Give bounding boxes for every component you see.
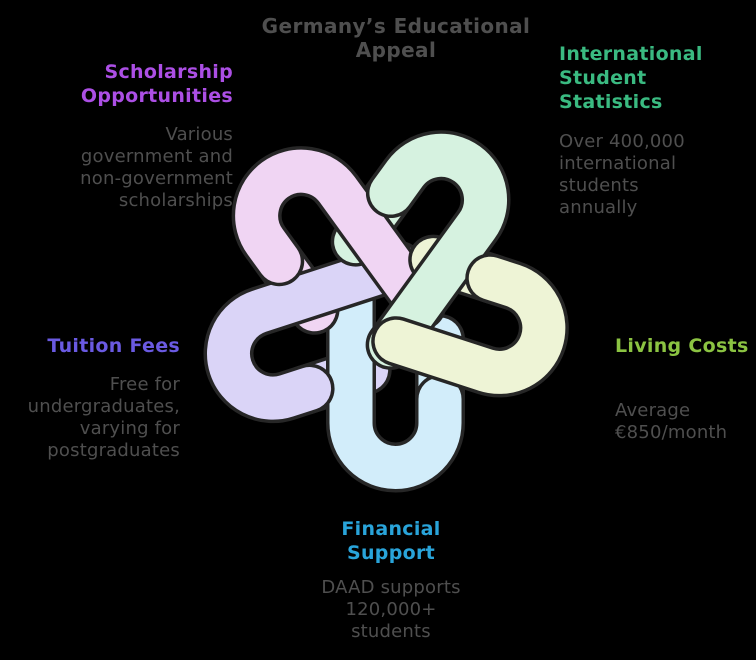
node-financial-title: Financial Support xyxy=(341,518,441,564)
node-financial: Financial Support DAAD supports 120,000+… xyxy=(241,517,541,643)
node-living-title: Living Costs xyxy=(615,335,749,357)
node-tuition-description: Free for undergraduates, varying for pos… xyxy=(27,374,180,461)
node-tuition-title: Tuition Fees xyxy=(47,335,180,357)
node-living-description: Average €850/month xyxy=(615,400,728,443)
node-scholarship-title: Scholarship Opportunities xyxy=(80,61,233,107)
node-living: Living Costs Average €850/month xyxy=(615,334,749,444)
knot-graphic xyxy=(203,130,569,493)
node-international-description: Over 400,000 international students annu… xyxy=(559,131,685,218)
node-scholarship: Scholarship Opportunities Various govern… xyxy=(80,60,233,212)
diagram-title: Germany’s Educational Appeal xyxy=(261,14,531,62)
node-international: International Student Statistics Over 40… xyxy=(559,42,703,219)
knot-strand-mint-body xyxy=(369,133,507,367)
knot-strand-yellow-body xyxy=(374,256,566,394)
node-scholarship-description: Various government and non-government sc… xyxy=(80,124,233,211)
knot-strand-lavender-body xyxy=(207,244,421,420)
node-financial-description: DAAD supports 120,000+ students xyxy=(321,577,461,642)
node-international-title: International Student Statistics xyxy=(559,43,703,113)
knot-strand-pink-body xyxy=(235,149,443,327)
knot-strand-blue-body xyxy=(329,262,462,489)
knot-graphic-container xyxy=(182,104,582,504)
node-tuition: Tuition Fees Free for undergraduates, va… xyxy=(28,334,180,462)
